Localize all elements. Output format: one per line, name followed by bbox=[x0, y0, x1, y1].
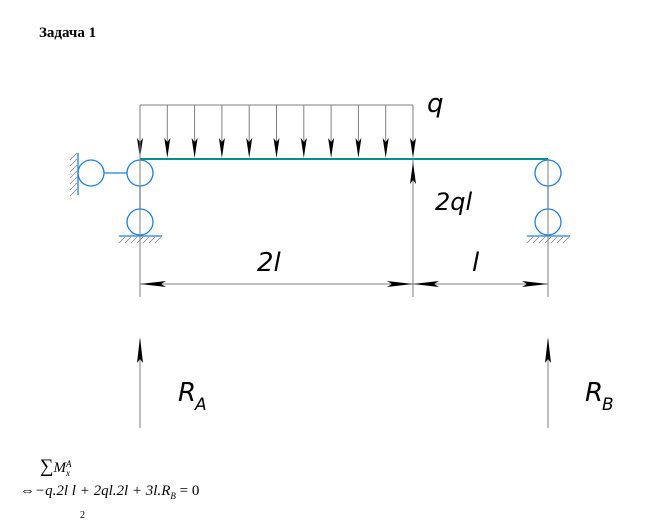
wall-hatch bbox=[69, 152, 78, 197]
load-arrow-head bbox=[164, 138, 171, 158]
reaction-b-arrowhead bbox=[545, 337, 551, 363]
load-arrow-head bbox=[410, 138, 416, 158]
dim-arrow-mid-left bbox=[387, 281, 413, 287]
reaction-b-label: R bbox=[585, 378, 603, 408]
point-force-arrow bbox=[410, 162, 416, 184]
span-left-label: 2l bbox=[257, 248, 282, 278]
span-right-label: l bbox=[472, 248, 480, 278]
ground-hatch bbox=[118, 236, 162, 244]
load-arrow-head bbox=[300, 138, 307, 158]
equation-right: = 0 bbox=[175, 483, 200, 499]
dimension-line bbox=[140, 281, 548, 287]
equation-subscript: B bbox=[170, 491, 176, 501]
dim-arrow-left bbox=[140, 281, 166, 287]
moment-superscript: A bbox=[66, 458, 72, 469]
load-arrow-head bbox=[191, 138, 198, 158]
load-arrow-head bbox=[355, 138, 362, 158]
load-arrow-head bbox=[273, 138, 280, 158]
load-arrows bbox=[137, 105, 416, 158]
task-title: Задача 1 bbox=[39, 25, 97, 41]
cut-off-equation-fragment: 2 bbox=[80, 510, 85, 521]
moment-label: M bbox=[53, 460, 67, 476]
left-support bbox=[69, 152, 162, 244]
sum-symbol: ∑ bbox=[40, 456, 54, 477]
equivalence-symbol: ⇔ bbox=[20, 483, 35, 499]
dim-arrow-mid-right bbox=[413, 281, 439, 287]
dim-arrow-right bbox=[522, 281, 548, 287]
load-arrow-head bbox=[218, 138, 225, 158]
reaction-a-arrowhead bbox=[137, 337, 143, 363]
load-arrow-head bbox=[246, 138, 253, 158]
load-arrow-head bbox=[382, 138, 389, 158]
moment-subscript: x bbox=[66, 467, 71, 478]
load-arrow-head bbox=[328, 138, 335, 158]
reaction-a-subscript: A bbox=[194, 395, 207, 415]
distributed-load bbox=[137, 104, 416, 158]
reaction-a-label: R bbox=[178, 378, 196, 408]
moment-equation: ⇔−q.2l l + 2ql.2l + 3l.RB = 0 bbox=[20, 483, 199, 501]
hinge-circle-wall bbox=[77, 159, 105, 187]
load-label: q bbox=[427, 89, 444, 119]
point-force-label: 2ql bbox=[435, 188, 473, 216]
equation-left: −q.2l l + 2ql.2l + 3l.R bbox=[35, 483, 171, 499]
reaction-b-subscript: B bbox=[602, 395, 614, 415]
